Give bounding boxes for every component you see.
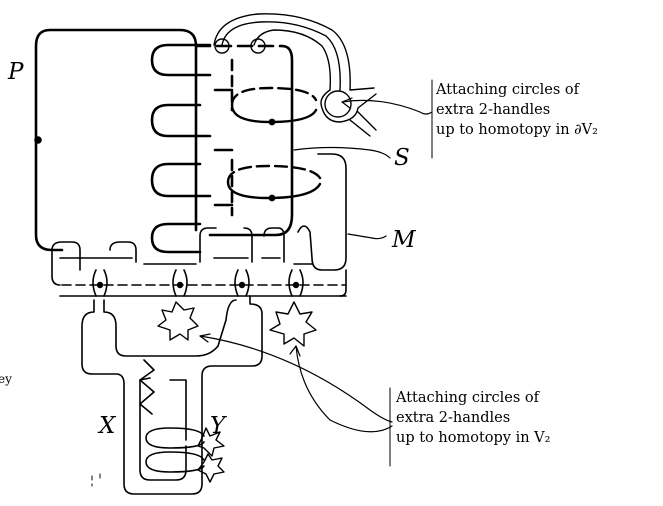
label-X: X (99, 413, 116, 439)
link-dot-3 (238, 281, 246, 289)
annotation-bottom-line1: Attaching circles of (396, 390, 540, 406)
clipped-text-fragment: ey (0, 372, 12, 386)
arrowhead-b1 (199, 333, 211, 343)
curve-P (34, 28, 198, 252)
label-P: P (8, 59, 24, 85)
annotation-bottom-line3: up to homotopy in V₂ (396, 430, 551, 446)
ellipse-lower-back (226, 164, 322, 184)
pointer-S (293, 146, 391, 159)
annotation-bottom-line2: extra 2-handles (396, 410, 511, 426)
link-dot-2 (176, 281, 184, 289)
annotation-top-line2: extra 2-handles (436, 102, 551, 118)
pointer-M (347, 233, 387, 240)
arrowhead-b2 (289, 345, 301, 357)
link-4 (288, 269, 304, 297)
tube-inner (253, 29, 332, 91)
dot-lower (268, 194, 276, 202)
pointer-bottom-2 (295, 345, 393, 433)
link-dot-1 (96, 281, 104, 289)
label-M: M (392, 227, 416, 253)
link-x-lower (145, 451, 205, 473)
label-Y: Y (210, 413, 226, 439)
curve-S-right (208, 44, 294, 237)
burst-1 (157, 301, 199, 341)
link-3 (234, 269, 250, 297)
curve-S-left-loops (150, 43, 234, 254)
stray-marks (91, 473, 101, 487)
link-2 (172, 269, 188, 297)
ellipse-lower-front (226, 180, 322, 200)
ellipse-upper-back (230, 86, 318, 107)
arrowhead-top (341, 97, 353, 109)
band-right-end (339, 269, 347, 297)
pointer-top-annot (341, 99, 433, 115)
tube-outer (213, 13, 351, 91)
annotation-top-line3: up to homotopy in ∂V₂ (436, 122, 598, 138)
annotation-top: Attaching circles of extra 2-handles up … (436, 80, 598, 140)
basepoint-P (34, 136, 42, 144)
burst-4 (197, 453, 225, 483)
annotation-top-line1: Attaching circles of (436, 82, 580, 98)
tube-end-left (214, 38, 230, 54)
tube-end-right (250, 38, 266, 54)
dot-upper (268, 118, 276, 126)
tube-middle (221, 21, 341, 91)
band-upper-line (59, 257, 313, 265)
lower-body (81, 295, 263, 495)
link-1 (92, 269, 108, 297)
burst-3 (197, 427, 225, 457)
junction-top (320, 87, 377, 137)
burst-2 (269, 301, 317, 347)
band-outer (51, 227, 285, 286)
lower-twist (139, 359, 155, 415)
junction-node (324, 90, 352, 118)
curve-M (297, 153, 347, 271)
link-dot-4 (292, 281, 300, 289)
annotation-bottom: Attaching circles of extra 2-handles up … (396, 388, 550, 448)
pointer-bottom-1 (199, 335, 393, 423)
label-S: S (394, 145, 410, 171)
link-x-upper (145, 427, 205, 449)
